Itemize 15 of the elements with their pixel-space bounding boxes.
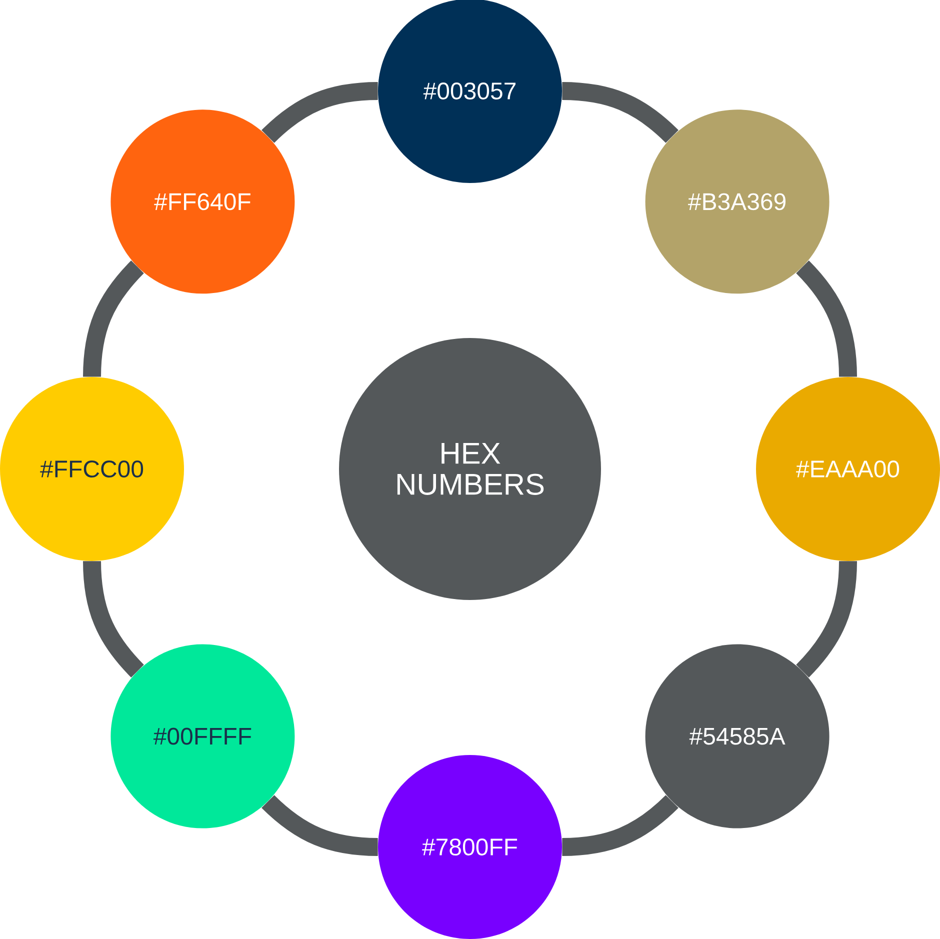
ring-segment bbox=[796, 260, 857, 377]
circle-node: #00FFFF bbox=[110, 644, 295, 828]
ring-segment bbox=[83, 260, 144, 377]
circle-node: #FFCC00 bbox=[0, 376, 184, 561]
circle-node: #B3A369 bbox=[645, 110, 830, 294]
ring-segment bbox=[83, 560, 144, 678]
ring-segment bbox=[262, 794, 378, 856]
circle-node: #7800FF bbox=[378, 754, 562, 939]
circle-node: #EAAA00 bbox=[756, 376, 940, 561]
ring-segment bbox=[562, 82, 678, 144]
circle-node: #FF640F bbox=[110, 110, 295, 294]
circle-node: #54585A bbox=[645, 644, 830, 828]
ring-segment bbox=[262, 82, 378, 144]
ring-segment bbox=[562, 794, 678, 856]
ring-segment bbox=[796, 560, 857, 678]
